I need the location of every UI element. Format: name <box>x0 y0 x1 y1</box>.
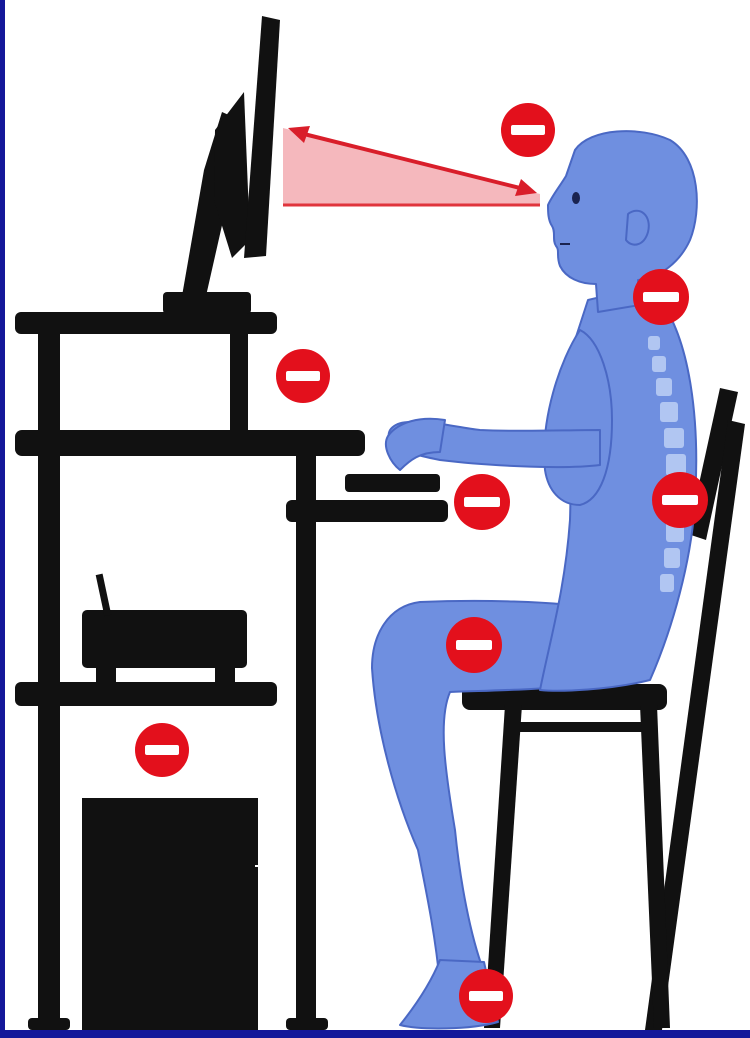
desk-leg-left <box>38 330 60 1030</box>
shelf-post-right <box>230 330 248 435</box>
no-entry-icon <box>276 349 330 403</box>
monitor-base <box>163 292 251 314</box>
chair-crossbar <box>505 722 650 732</box>
no-entry-icon <box>454 474 510 530</box>
no-entry-icon <box>652 472 708 528</box>
no-entry-icon <box>459 969 513 1023</box>
no-entry-icon <box>633 269 689 325</box>
desk-leg-right <box>296 452 316 1030</box>
no-entry-icon <box>446 617 502 673</box>
no-entry-icon <box>135 723 189 777</box>
desk-foot-left <box>28 1018 70 1030</box>
no-entry-icon <box>501 103 555 157</box>
lower-shelf <box>15 682 277 706</box>
desk-foot-right <box>286 1018 328 1030</box>
keyboard <box>345 474 440 492</box>
person-ear <box>626 211 649 245</box>
keyboard-tray <box>286 500 448 522</box>
person-eye <box>572 192 580 204</box>
computer-tower <box>82 798 261 1030</box>
